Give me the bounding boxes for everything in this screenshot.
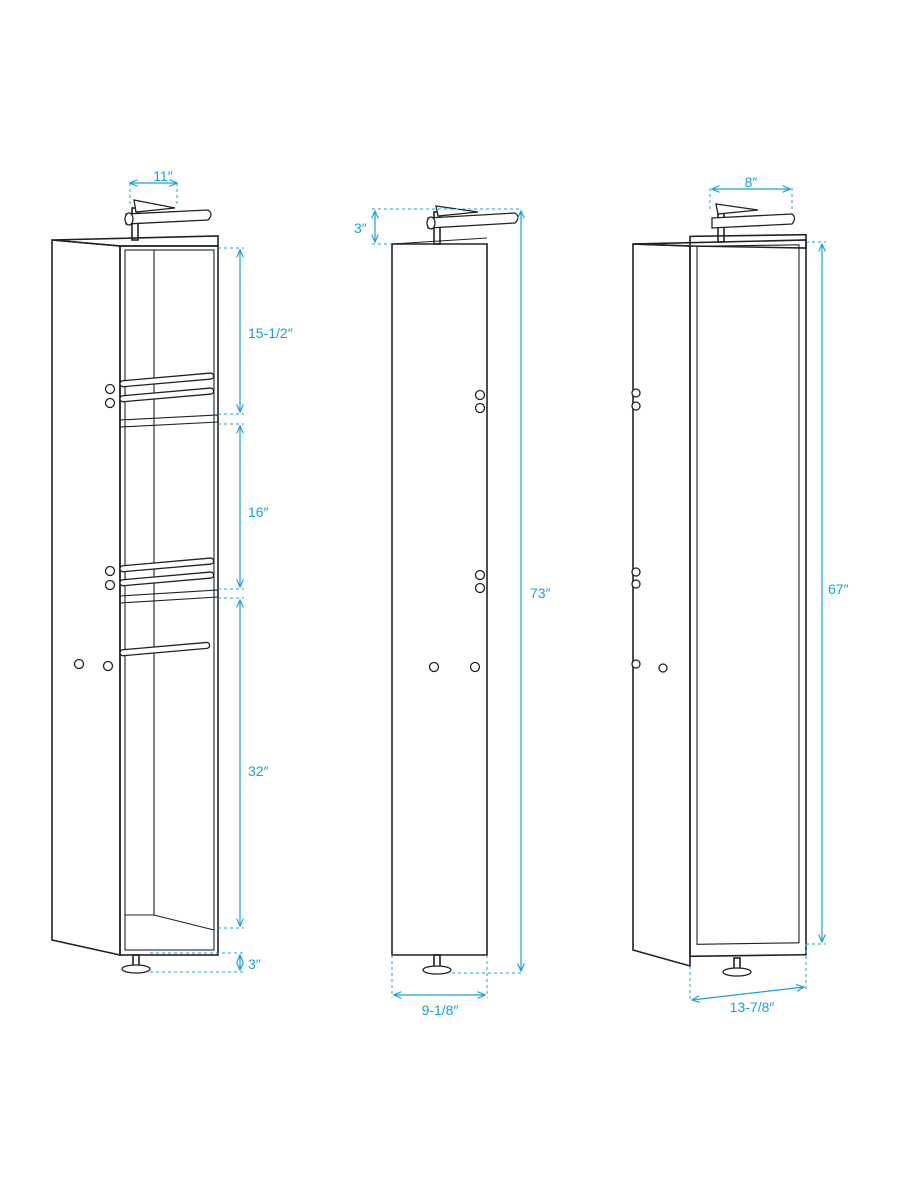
- mirror-frame: [689, 233, 807, 958]
- top-panel: [51, 235, 219, 247]
- inner-frame: [124, 249, 215, 951]
- shelf-2: [119, 589, 219, 604]
- rods-top: [119, 372, 215, 403]
- front-panel: [391, 243, 488, 956]
- front-knobs: [428, 389, 486, 673]
- dim-shelf-bottom: 32″: [248, 763, 269, 779]
- hinge-knobs: [73, 383, 116, 672]
- dim-mirror-height: 67″: [828, 581, 849, 597]
- rods-mid: [119, 557, 215, 587]
- rod-bottom: [119, 641, 211, 657]
- top-pivot: [124, 199, 212, 241]
- dim-top-width: 11″: [153, 168, 173, 184]
- dim-shelf-mid: 16″: [248, 504, 269, 520]
- side-panel: [51, 239, 121, 956]
- mirror-knobs: [631, 388, 668, 673]
- dim-mirror-depth: 13-7/8″: [730, 999, 775, 1015]
- dim-base-height: 3″: [248, 956, 261, 972]
- front-bottom-pivot: [422, 954, 452, 975]
- mirror-top-panel: [632, 239, 807, 249]
- mirror-glass: [696, 244, 800, 945]
- mirror-side-panel: [632, 243, 691, 968]
- mirror-side-view: 8″ 67″ 13-7/8″: [631, 174, 849, 1015]
- dim-front-top: 3″: [354, 220, 367, 236]
- front-view: 3″ 73″ 9-1/8″: [354, 205, 551, 1018]
- mirror-bottom-pivot: [722, 957, 752, 977]
- dim-front-width: 9-1/8″: [422, 1002, 459, 1018]
- mirror-top-pivot: [711, 203, 796, 243]
- shelf-1: [119, 414, 219, 428]
- bottom-pivot: [121, 954, 151, 974]
- front-top-pivot: [426, 205, 519, 245]
- dim-total-height: 73″: [530, 585, 551, 601]
- dim-shelf-top: 15-1/2″: [248, 325, 293, 341]
- open-side-view: 11″ 15-1/2″ 16″ 32″ 3″: [51, 168, 293, 974]
- dim-mirror-top-width: 8″: [745, 174, 758, 190]
